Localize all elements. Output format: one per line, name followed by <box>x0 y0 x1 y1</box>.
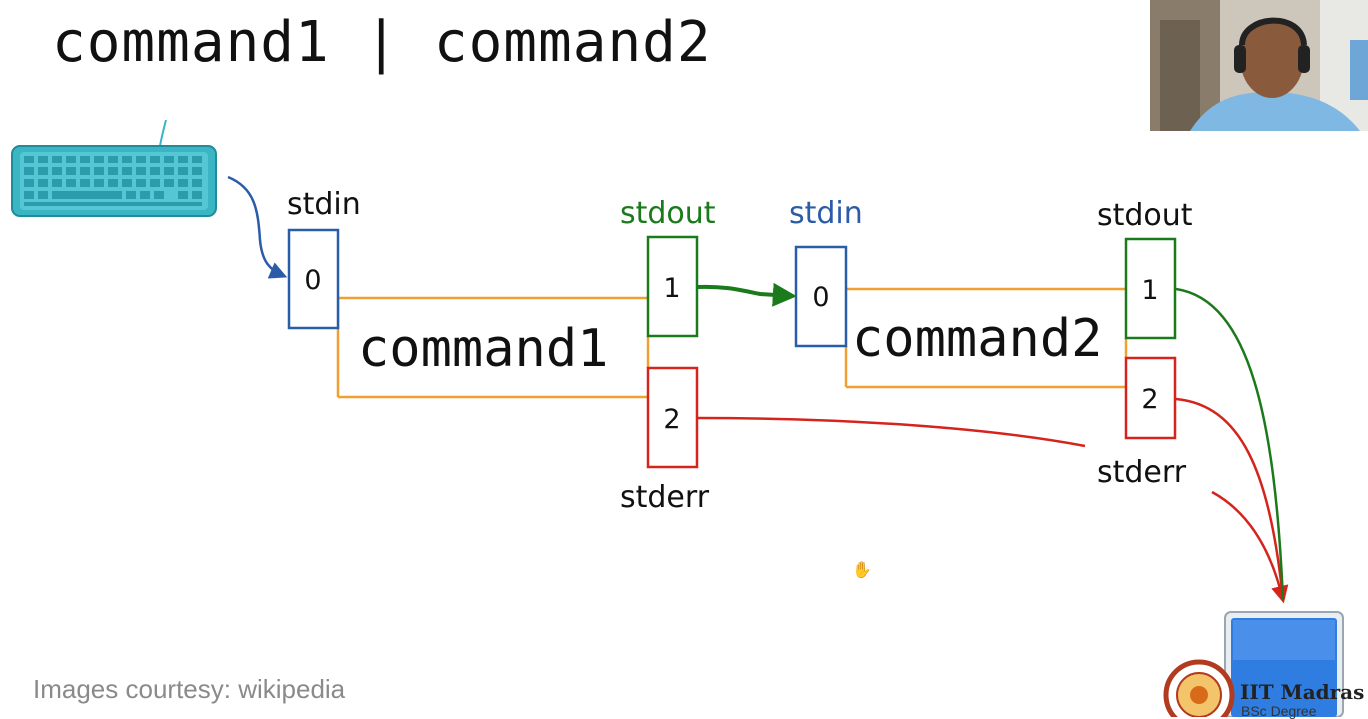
cmd1-stdin-fd: 0 <box>304 265 321 296</box>
command1-label: command1 <box>358 319 608 379</box>
cmd1-stdout-label: stdout <box>620 196 716 231</box>
cmd2-stdout-fd: 1 <box>1141 275 1158 306</box>
cmd2-stdin-label: stdin <box>789 196 863 231</box>
hand-cursor-icon: ✋ <box>852 560 872 579</box>
program-name: BSc Degree <box>1241 703 1317 719</box>
cmd1-stderr-arrow-lower <box>1211 490 1289 604</box>
monitor-icon <box>1224 611 1344 717</box>
cmd1-stdout-fd: 1 <box>663 273 680 304</box>
cmd1-stdout-box <box>646 235 699 338</box>
cmd2-stderr-arrow <box>1175 397 1285 601</box>
cmd2-stdout-label: stdout <box>1097 198 1193 233</box>
cmd2-stdout-arrow <box>1175 287 1285 601</box>
keyboard-to-stdin-arrow <box>227 175 288 279</box>
cmd1-stderr-label: stderr <box>620 480 710 515</box>
cmd1-stdin-label: stdin <box>287 187 361 222</box>
cmd2-stderr-box <box>1124 356 1177 440</box>
cmd1-stdin-box <box>287 228 340 330</box>
command2-label: command2 <box>852 309 1102 369</box>
keyboard-icon <box>11 119 217 217</box>
cmd1-stderr-fd: 2 <box>663 404 680 435</box>
cmd1-stderr-arrow-upper <box>697 416 1086 448</box>
slide-title: command1 | command2 <box>52 10 712 75</box>
cmd1-stderr-box <box>646 366 699 469</box>
org-name: IIT Madras <box>1240 680 1365 704</box>
cmd2-stderr-fd: 2 <box>1141 384 1158 415</box>
command2-process <box>844 287 1128 389</box>
cmd2-stdout-box <box>1124 237 1177 340</box>
iitm-logo-icon <box>1163 659 1235 717</box>
cmd2-stdin-box <box>794 245 848 348</box>
cmd2-stdin-fd: 0 <box>812 282 829 313</box>
image-courtesy: Images courtesy: wikipedia <box>33 674 346 704</box>
pipe-arrow <box>697 282 797 307</box>
cmd2-stderr-label: stderr <box>1097 455 1187 490</box>
presenter-webcam <box>1150 0 1368 131</box>
